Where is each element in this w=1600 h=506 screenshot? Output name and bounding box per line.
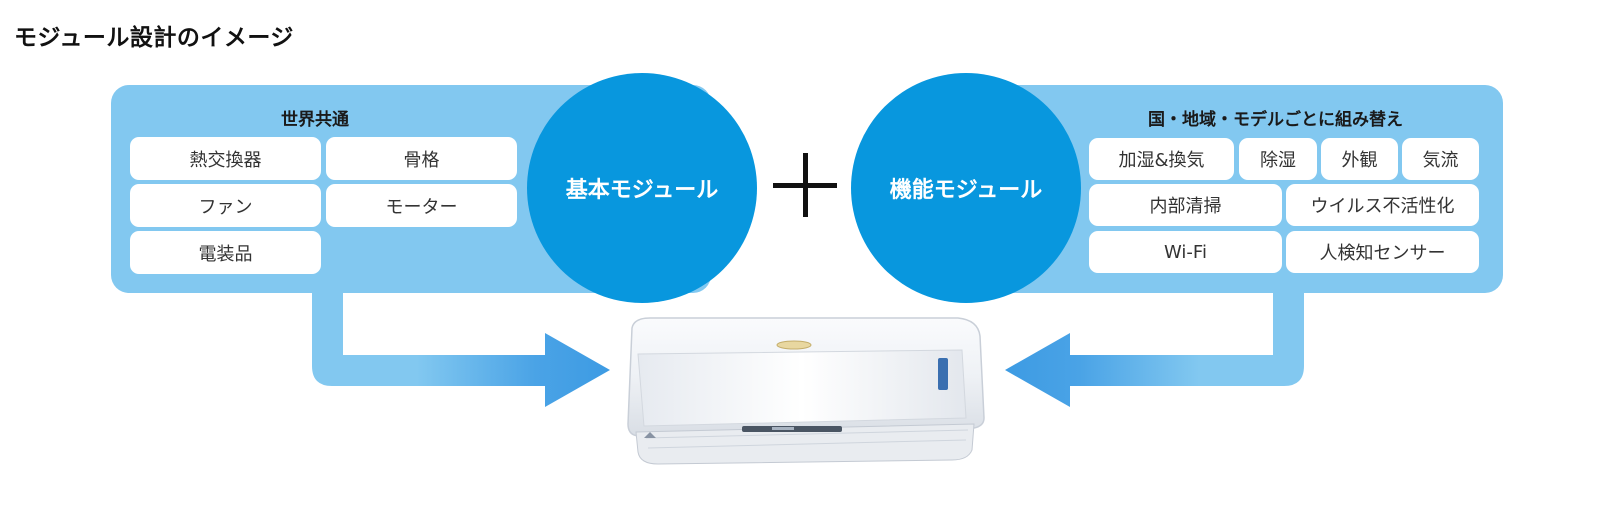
- right-flow-arrow: [1005, 285, 1304, 407]
- module-chip: ファン: [130, 184, 321, 227]
- module-chip: 電装品: [130, 231, 321, 274]
- module-chip: 加湿&換気: [1089, 138, 1234, 180]
- module-chip: ウイルス不活性化: [1286, 184, 1479, 226]
- basic-module-circle: 基本モジュール: [527, 73, 757, 303]
- function-module-label: 機能モジュール: [889, 178, 1043, 203]
- basic-module-label: 基本モジュール: [565, 178, 719, 203]
- module-chip: 人検知センサー: [1286, 231, 1479, 273]
- module-chip: モーター: [326, 184, 517, 227]
- module-chip: 熱交換器: [130, 137, 321, 180]
- module-chip: 気流: [1402, 138, 1479, 180]
- plus-icon: [773, 153, 837, 217]
- page-title: モジュール設計のイメージ: [14, 25, 294, 51]
- left-flow-arrow: [312, 285, 610, 407]
- module-chip: 内部清掃: [1089, 184, 1282, 226]
- function-module-circle: 機能モジュール: [851, 73, 1081, 303]
- module-chip: 除湿: [1239, 138, 1317, 180]
- module-chip: Wi-Fi: [1089, 231, 1282, 273]
- module-chip: 外観: [1321, 138, 1398, 180]
- custom-panel-title: 国・地域・モデルごとに組み替え: [1148, 110, 1403, 130]
- common-panel-title: 世界共通: [281, 110, 349, 130]
- module-chip: 骨格: [326, 137, 517, 180]
- air-conditioner-icon: [627, 317, 985, 465]
- common-panel: 世界共通 熱交換器 骨格 ファン モーター 電装品: [111, 85, 711, 293]
